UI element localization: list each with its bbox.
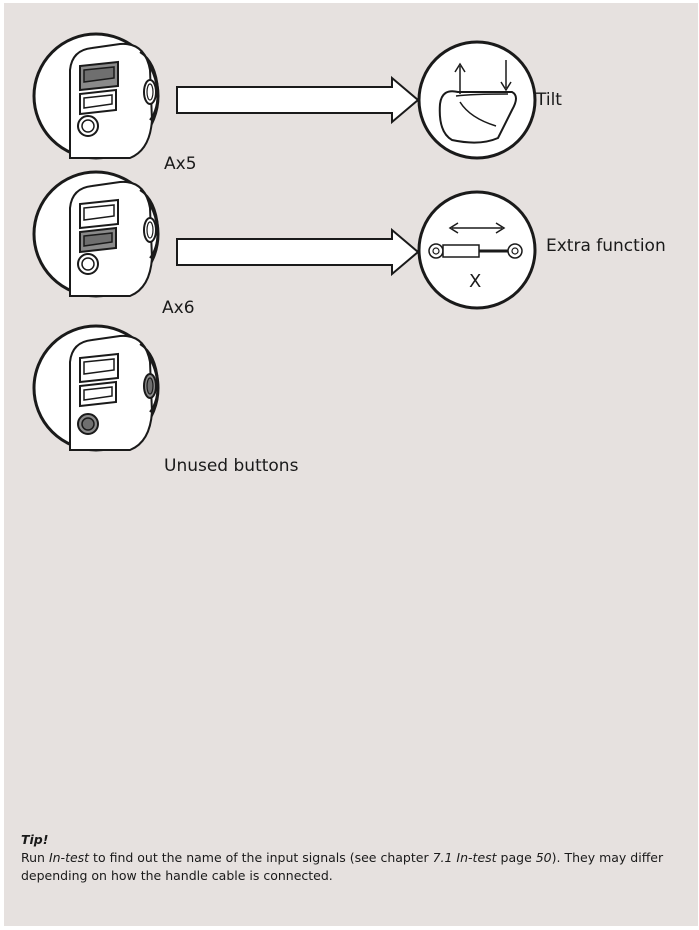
page-number-ref: 50 [535, 850, 552, 865]
tip-text: Run In-test to find out the name of the … [21, 849, 681, 885]
arrow-right-icon [176, 227, 420, 277]
tip-text-2: ). They may differ depending on how the … [21, 850, 664, 883]
ax5-label: Ax5 [164, 154, 197, 174]
in-test-ref: In-test [48, 850, 90, 865]
tip-page-word: page [496, 850, 536, 865]
cylinder-x-label: X [469, 271, 482, 292]
tip-run-text: Run [21, 850, 49, 865]
chapter-ref: 7.1 In-test [432, 850, 497, 865]
ax6-label: Ax6 [162, 298, 195, 318]
tip-box: Tip! Run In-test to find out the name of… [21, 831, 681, 885]
ax5-handle-icon [32, 32, 160, 160]
tilt-label: Tilt [536, 90, 562, 110]
unused-handle-icon [32, 324, 160, 452]
tip-text-1: to find out the name of the input signal… [89, 850, 433, 865]
tip-title: Tip! [21, 832, 49, 847]
ax6-handle-icon [32, 170, 160, 298]
unused-buttons-label: Unused buttons [164, 456, 299, 476]
arrow-right-icon [176, 75, 420, 125]
bucket-tilt-icon [417, 40, 537, 160]
hydraulic-cylinder-icon [417, 190, 537, 310]
extra-function-label: Extra function [546, 236, 666, 256]
